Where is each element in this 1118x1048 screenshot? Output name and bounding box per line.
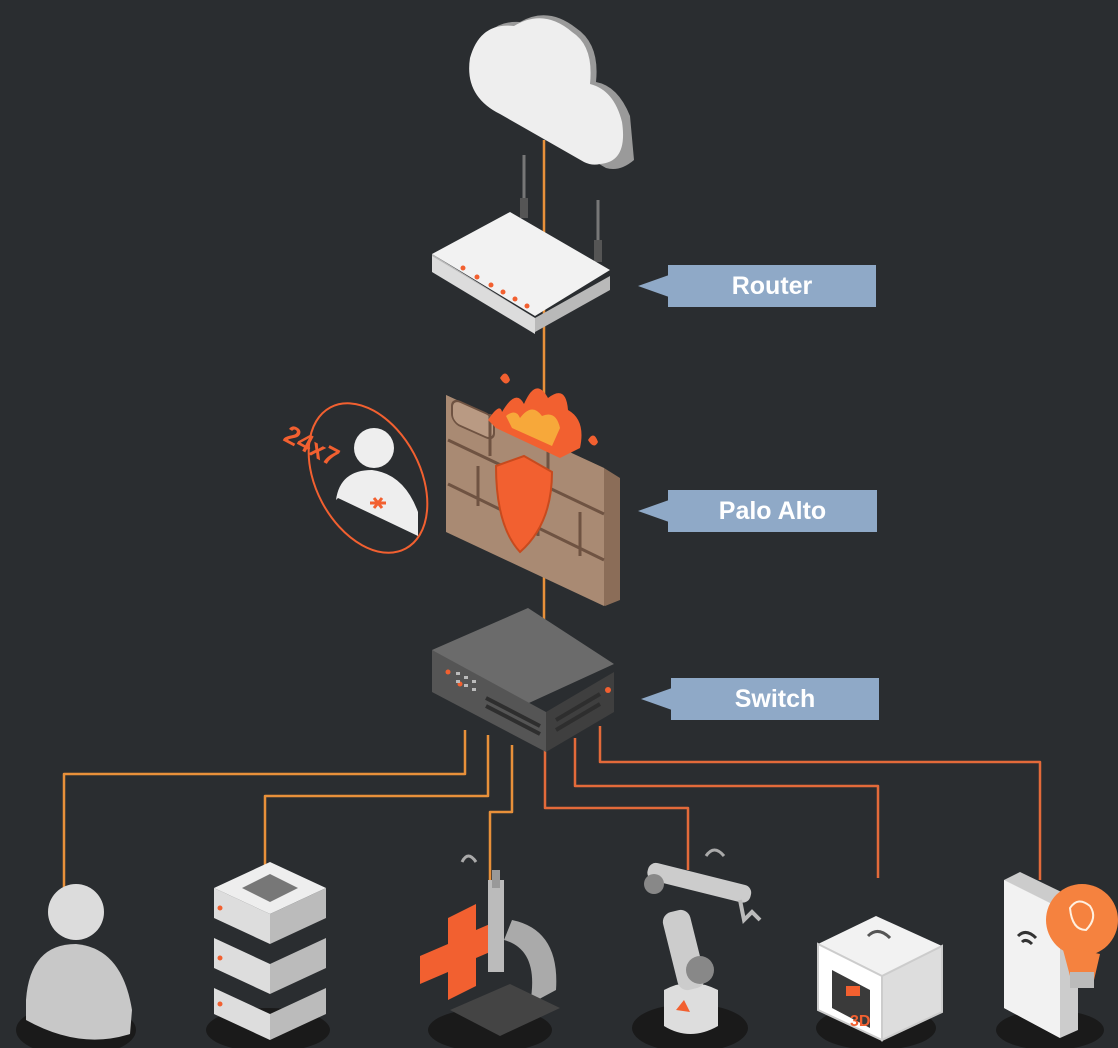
medical-lab-icon: [420, 854, 560, 1048]
callout-background: [671, 678, 879, 720]
switch-label: Switch: [734, 684, 816, 713]
link-lab: [488, 745, 514, 890]
server-rack-icon: [206, 862, 330, 1048]
link-user: [62, 730, 467, 890]
firewall-icon: [446, 373, 620, 606]
router-label: Router: [731, 271, 813, 300]
link-printer: [573, 738, 880, 878]
user-icon: [16, 884, 136, 1048]
support-agent-icon: 24x7: [279, 402, 429, 554]
cloud-icon: [469, 15, 634, 170]
router-icon: [432, 155, 610, 334]
smart-bulb-icon: [996, 872, 1118, 1048]
printer-badge: 3D: [850, 1013, 870, 1030]
callout-background: [668, 265, 876, 307]
link-robot: [543, 748, 690, 870]
robot-arm-icon: [632, 848, 762, 1048]
firewall-label-callout: Palo Alto: [638, 490, 877, 532]
callout-pointer: [638, 500, 669, 522]
link-server: [263, 735, 490, 870]
callout-pointer: [641, 688, 672, 710]
switch-icon: [432, 608, 614, 752]
router-label-callout: Router: [638, 265, 876, 307]
callout-background: [668, 490, 877, 532]
callout-pointer: [638, 275, 669, 297]
switch-label-callout: Switch: [641, 678, 879, 720]
support-badge: 24x7: [279, 419, 344, 473]
link-smart-home: [598, 726, 1042, 880]
3d-printer-icon: 3D: [816, 916, 943, 1048]
firewall-label: Palo Alto: [718, 496, 827, 525]
